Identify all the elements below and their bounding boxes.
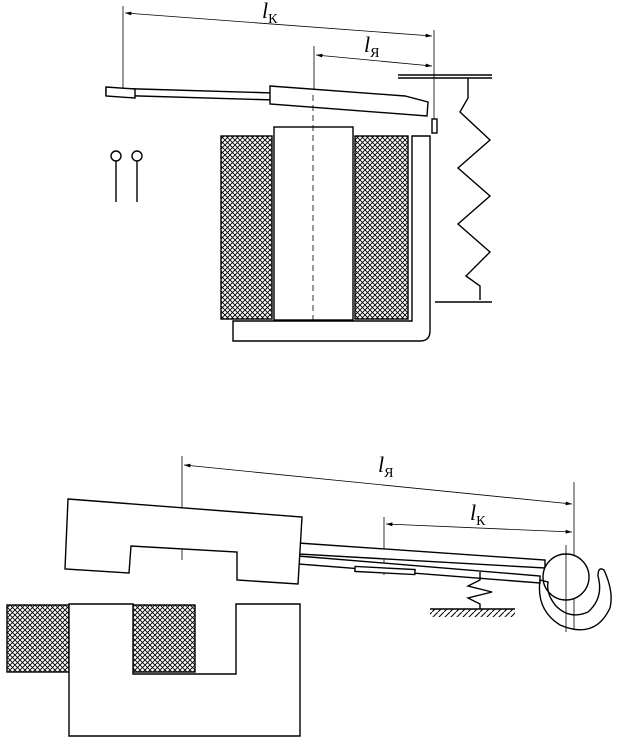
label-lya-bottom: lЯ xyxy=(378,452,393,481)
armature-bottom xyxy=(64,498,303,585)
label-lk-bottom: lК xyxy=(470,500,486,529)
pivot-roller xyxy=(538,545,612,632)
armature-top xyxy=(269,85,429,117)
coil-winding-right xyxy=(354,135,409,320)
label-lya-top: lЯ xyxy=(364,32,379,61)
return-spring xyxy=(398,74,492,303)
core-bottom xyxy=(68,603,301,737)
yoke-top xyxy=(232,135,431,342)
coil-winding-bottom-left xyxy=(6,604,70,673)
bottom-spring xyxy=(430,572,515,617)
ground-hatch xyxy=(430,609,515,617)
label-lk-top: lК xyxy=(262,0,278,27)
contact-pad xyxy=(354,565,416,576)
dimension-lk-top: lК xyxy=(122,0,435,120)
armature-stop-tab xyxy=(431,118,438,134)
top-relay-figure: lК lЯ xyxy=(105,0,492,345)
coil-winding-bottom-right xyxy=(132,604,196,673)
fixed-contacts xyxy=(110,150,143,202)
dimension-lya-top: lЯ xyxy=(313,32,433,90)
contact-spring-strip xyxy=(105,86,276,101)
core-top xyxy=(273,126,354,321)
bottom-relay-figure: lЯ lК xyxy=(6,452,612,737)
coil-winding-left xyxy=(220,135,273,320)
